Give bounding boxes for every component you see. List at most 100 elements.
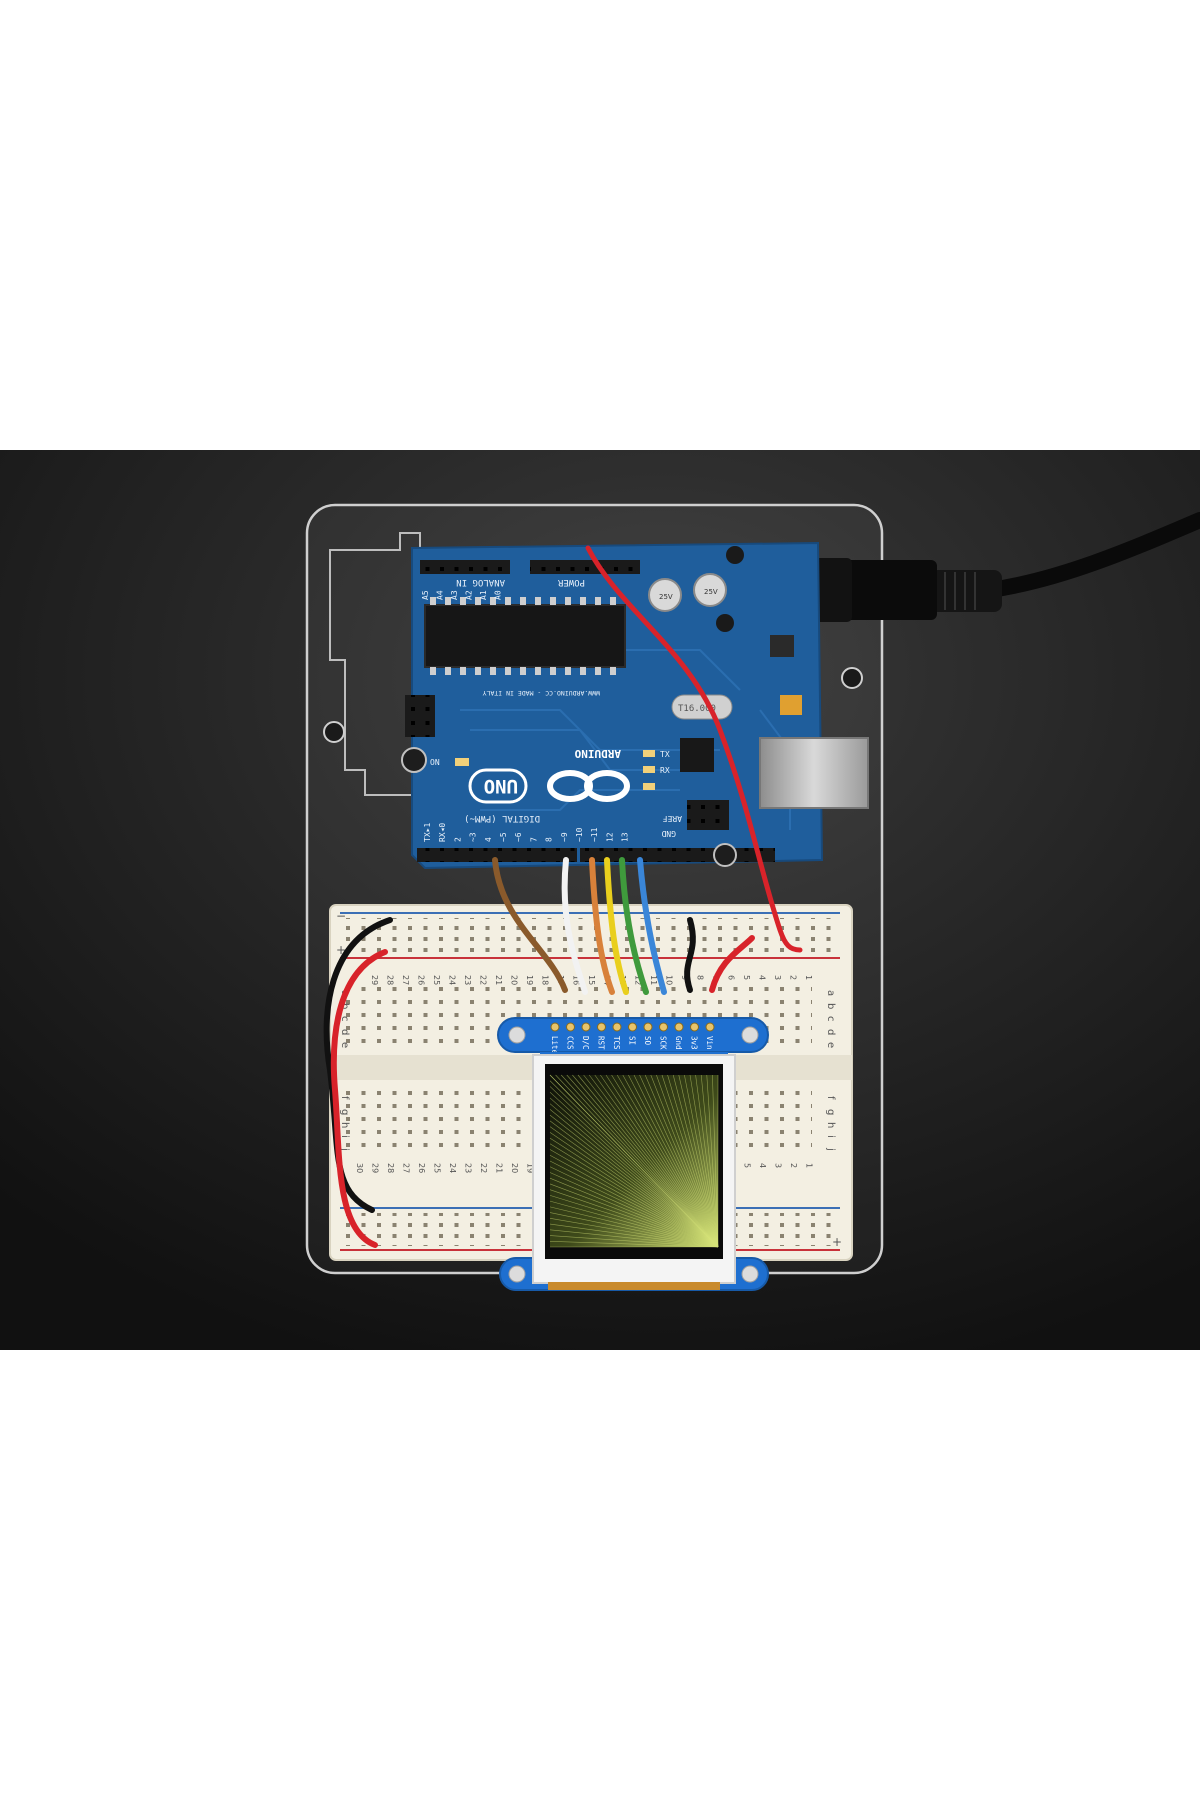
breakout-pin-label: Lite <box>550 1036 559 1055</box>
breadboard-column-number: 26 <box>417 975 426 985</box>
screen-line <box>549 1091 719 1248</box>
cap-label-1: 25V <box>659 593 673 601</box>
breadboard-row-letter: g <box>825 1109 836 1115</box>
product-photo: 25V 25V T16.000 UNO ARDUIN <box>0 450 1200 1350</box>
breadboard-column-number: 16 <box>572 975 581 985</box>
breadboard-row-letter: h <box>339 1122 350 1128</box>
wire-white <box>561 857 588 995</box>
digital-pin-label: ~5 <box>499 832 508 842</box>
breadboard-column-number: 24 <box>448 975 457 985</box>
screen-line <box>549 1103 719 1248</box>
breadboard-column-number: 2 <box>789 1163 798 1168</box>
screen-line <box>549 1218 719 1248</box>
screen-line <box>572 1074 719 1248</box>
breadboard-column-number: 29 <box>370 975 379 985</box>
arduino-uno-board: 25V 25V T16.000 UNO ARDUIN <box>401 541 869 870</box>
breakout-pin <box>581 1022 591 1032</box>
screen-line <box>560 1074 719 1248</box>
breadboard-column-number: 24 <box>448 1163 457 1173</box>
breadboard-row-letter: j <box>339 1147 350 1151</box>
breadboard-row-letter: c <box>339 1016 350 1022</box>
screen-line <box>600 1074 719 1248</box>
screen-line <box>549 1137 719 1248</box>
breadboard-column-number: 27 <box>402 1163 411 1173</box>
breadboard-row-letter: c <box>825 1016 836 1022</box>
breakout-pin-label: SO <box>643 1036 652 1046</box>
breadboard-column-number: 28 <box>386 1163 395 1173</box>
screen-line <box>712 1074 719 1248</box>
screen-line <box>549 1126 719 1248</box>
screen-line <box>549 1177 719 1248</box>
breakout-pin <box>659 1022 668 1032</box>
breadboard-column-number: 8 <box>696 975 705 980</box>
analog-pin-label: A5 <box>421 590 430 600</box>
uno-logo-text: UNO <box>484 775 518 797</box>
screen-line <box>628 1074 719 1248</box>
screen-line <box>594 1074 719 1248</box>
screen-line <box>583 1074 719 1248</box>
screen-line <box>549 1155 719 1248</box>
digital-pin-label: 2 <box>453 837 462 842</box>
screen-line <box>577 1074 719 1248</box>
breadboard-row-letter: b <box>825 1003 836 1009</box>
breadboard-column-number: 23 <box>463 975 472 985</box>
screen-line <box>549 1206 719 1248</box>
digital-pin-label: ~3 <box>469 832 478 842</box>
breadboard-column-number: 2 <box>789 975 798 980</box>
tx-led-label: TX <box>660 750 670 759</box>
breakout-pin-label: D/C <box>581 1036 590 1050</box>
screen-line <box>605 1074 719 1248</box>
screen-line <box>661 1074 719 1248</box>
rail-plus-top: + <box>336 943 346 957</box>
screen-line <box>684 1074 719 1248</box>
screen-line <box>644 1074 719 1248</box>
screen-line <box>695 1074 719 1248</box>
breadboard-row-letter: d <box>825 1029 836 1035</box>
digital-pin-label: 4 <box>484 837 493 842</box>
screen-line <box>616 1074 719 1248</box>
jumper-wires <box>323 545 803 1248</box>
rx-led-label: RX <box>660 766 670 775</box>
breakout-pin-label: RST <box>597 1036 606 1050</box>
screen-line <box>549 1195 719 1248</box>
breadboard-row-letter: e <box>825 1042 836 1048</box>
wire-red-short <box>709 935 755 993</box>
screen-line <box>549 1080 719 1248</box>
screen-line <box>622 1074 719 1248</box>
breadboard-row-letter: d <box>339 1029 350 1035</box>
analog-pin-label: A0 <box>494 590 503 600</box>
screen-line <box>549 1114 719 1248</box>
breadboard-column-number: 19 <box>525 975 534 985</box>
arduino-url-label: WWW.ARDUINO.CC - MADE IN ITALY <box>483 689 600 697</box>
screen-line <box>566 1074 719 1248</box>
screen-line <box>633 1074 719 1248</box>
screen-line <box>549 1166 719 1248</box>
screen-line <box>549 1160 719 1248</box>
screen-line <box>678 1074 719 1248</box>
breadboard-column-number: 1 <box>804 975 813 980</box>
breadboard-row-letter: g <box>339 1109 350 1115</box>
screen-line <box>549 1132 719 1248</box>
screen-line <box>549 1229 719 1248</box>
breakout-pin <box>597 1022 606 1032</box>
analog-in-label: ANALOG IN <box>456 577 505 587</box>
breadboard-column-number: 30 <box>355 1163 364 1173</box>
display-screen-pattern <box>549 1074 719 1248</box>
breakout-pin <box>628 1022 637 1032</box>
screen-line <box>549 1120 719 1248</box>
screen-line <box>549 1200 719 1248</box>
breadboard-column-number: 4 <box>758 1163 767 1168</box>
wire-blue <box>637 857 667 995</box>
screen-line <box>549 1143 719 1248</box>
screen-line <box>549 1212 719 1248</box>
breadboard-column-number: 25 <box>432 975 441 985</box>
breadboard-column-number: 21 <box>495 1163 504 1173</box>
analog-pin-label: A2 <box>465 590 474 600</box>
analog-pin-label: A3 <box>450 590 459 600</box>
breadboard-column-number: 28 <box>386 975 395 985</box>
screen-line <box>549 1109 719 1248</box>
digital-pin-label: ~10 <box>575 827 584 842</box>
